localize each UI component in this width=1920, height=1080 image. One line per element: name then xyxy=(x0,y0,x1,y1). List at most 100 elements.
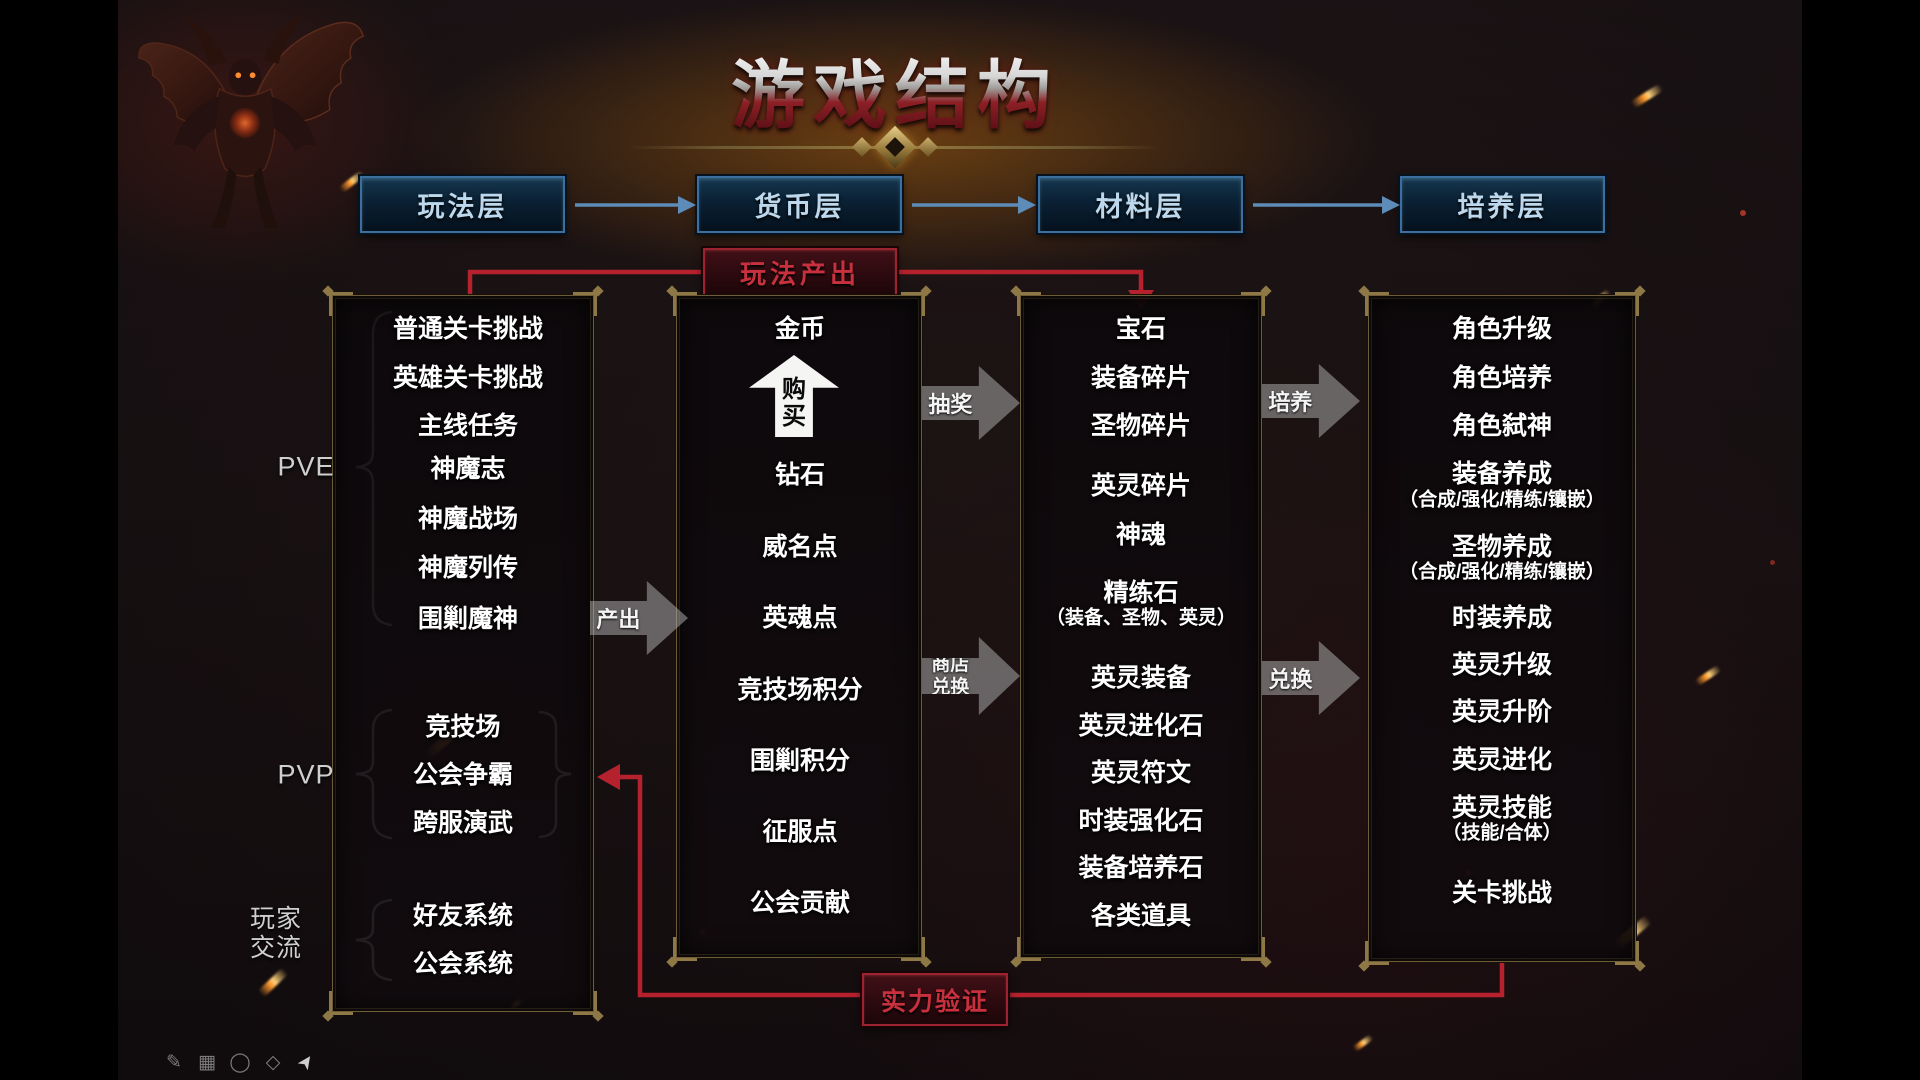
layer-header-currency: 货币层 xyxy=(697,176,902,233)
page-title: 游戏结构 xyxy=(731,36,1059,143)
ember-spark xyxy=(1352,1034,1374,1052)
list-item: 英灵装备 xyxy=(1090,664,1192,692)
lottery-arrow: 抽奖 xyxy=(922,366,1020,440)
frame-corner xyxy=(573,991,597,1015)
list-item: 钻石 xyxy=(774,461,826,489)
panel-material xyxy=(1017,292,1265,961)
list-item: 英灵升阶 xyxy=(1451,698,1553,726)
list-item: 时装养成 xyxy=(1451,604,1553,632)
list-item: 神魔志 xyxy=(430,455,506,483)
frame-corner xyxy=(1241,937,1265,961)
list-item: 角色弑神 xyxy=(1451,412,1553,440)
stamp-icon[interactable]: ▦ xyxy=(198,1051,216,1073)
left-black-bar xyxy=(0,0,118,1080)
list-item: 时装强化石 xyxy=(1078,807,1204,835)
list-item: 神魔战场 xyxy=(417,505,519,533)
frame-corner xyxy=(901,292,925,316)
cultivate-arrow: 培养 xyxy=(1262,364,1360,438)
shop-exchange-arrow-label: 兑换 xyxy=(931,677,970,698)
list-item: 装备碎片 xyxy=(1090,364,1192,392)
right-black-bar xyxy=(1802,0,1920,1080)
list-item: 宝石 xyxy=(1115,315,1167,343)
exchange-arrow: 兑换 xyxy=(1262,641,1360,715)
frame-corner xyxy=(673,937,697,961)
list-item: 英魂点 xyxy=(762,604,838,632)
list-item: 竞技场 xyxy=(425,713,501,741)
list-item: 英灵进化石 xyxy=(1078,712,1204,740)
group-label-social: 玩家 xyxy=(249,905,303,933)
list-item: 英灵升级 xyxy=(1451,651,1553,679)
list-item: 跨服演武 xyxy=(412,809,514,837)
list-item-note: （合成/强化/精练/镶嵌） xyxy=(1399,489,1605,511)
list-item: 金币 xyxy=(774,315,826,343)
list-item: 威名点 xyxy=(762,533,838,561)
frame-corner xyxy=(1365,292,1389,316)
list-item: 装备培养石 xyxy=(1078,854,1204,882)
ellipse-icon[interactable]: ◯ xyxy=(229,1051,251,1073)
diamond-icon[interactable]: ◇ xyxy=(265,1051,281,1073)
group-label-pve: PVE xyxy=(277,451,335,482)
list-item: 角色升级 xyxy=(1451,315,1553,343)
layer-header-material: 材料层 xyxy=(1038,176,1243,233)
buy-up-arrow-label: 购买 xyxy=(782,376,806,430)
list-item: 各类道具 xyxy=(1090,902,1192,930)
shop-exchange-arrow-label: 商店 xyxy=(931,654,970,675)
ember-dot xyxy=(1770,560,1775,565)
list-item: 英灵进化 xyxy=(1451,746,1553,774)
list-item: 神魔列传 xyxy=(417,554,519,582)
frame-corner xyxy=(673,292,697,316)
frame-corner xyxy=(573,292,597,316)
frame-corner xyxy=(1615,292,1639,316)
list-item: 圣物碎片 xyxy=(1090,412,1192,440)
shop-exchange-arrow: 商店 兑换 xyxy=(922,637,1020,715)
list-item: 圣物养成 xyxy=(1451,533,1553,561)
list-item: 普通关卡挑战 xyxy=(392,315,544,343)
list-item: 围剿积分 xyxy=(749,747,851,775)
list-item: 装备养成 xyxy=(1451,460,1553,488)
list-item: 英灵碎片 xyxy=(1090,472,1192,500)
frame-corner xyxy=(901,937,925,961)
layer-header-cultivation: 培养层 xyxy=(1400,176,1605,233)
layer-header-gameplay: 玩法层 xyxy=(360,176,565,233)
pencil-icon[interactable]: ✎ xyxy=(166,1051,182,1073)
frame-corner xyxy=(329,292,353,316)
list-item-note: （合成/强化/精练/镶嵌） xyxy=(1399,561,1605,583)
panel-cultivation xyxy=(1365,292,1639,965)
lottery-arrow-label: 抽奖 xyxy=(928,392,973,417)
list-item: 竞技场积分 xyxy=(737,676,863,704)
ember-spark xyxy=(1694,664,1722,687)
list-item: 神魂 xyxy=(1115,521,1167,549)
cultivate-arrow-label: 培养 xyxy=(1268,390,1313,415)
list-item: 好友系统 xyxy=(412,902,514,930)
group-label-pvp: PVP xyxy=(277,759,335,790)
list-item: 围剿魔神 xyxy=(417,605,519,633)
ember-dot xyxy=(1740,210,1746,216)
frame-corner xyxy=(1017,292,1041,316)
frame-corner xyxy=(1017,937,1041,961)
list-item: 公会争霸 xyxy=(412,761,514,789)
frame-corner xyxy=(1365,941,1389,965)
ember-spark xyxy=(257,967,289,998)
exchange-arrow-label: 兑换 xyxy=(1268,667,1313,692)
panel-gameplay xyxy=(329,292,597,1015)
frame-corner xyxy=(1241,292,1265,316)
list-item: 英灵技能 xyxy=(1451,794,1553,822)
group-label-social: 交流 xyxy=(249,934,303,962)
ember-spark xyxy=(1630,83,1664,109)
list-item: 公会贡献 xyxy=(749,889,851,917)
list-item: 征服点 xyxy=(762,818,838,846)
produce-arrow-label: 产出 xyxy=(596,607,641,632)
frame-corner xyxy=(1615,941,1639,965)
frame-corner xyxy=(329,991,353,1015)
list-item: 精练石 xyxy=(1103,579,1179,607)
list-item: 关卡挑战 xyxy=(1451,879,1553,907)
flow-label-gameplay-output: 玩法产出 xyxy=(703,248,897,297)
produce-arrow: 产出 xyxy=(590,581,688,655)
list-item: 英灵符文 xyxy=(1090,759,1192,787)
flow-label-strength-verify: 实力验证 xyxy=(862,973,1008,1026)
list-item: 角色培养 xyxy=(1451,364,1553,392)
list-item: 英雄关卡挑战 xyxy=(392,364,544,392)
list-item-note: （技能/合体） xyxy=(1442,822,1562,844)
